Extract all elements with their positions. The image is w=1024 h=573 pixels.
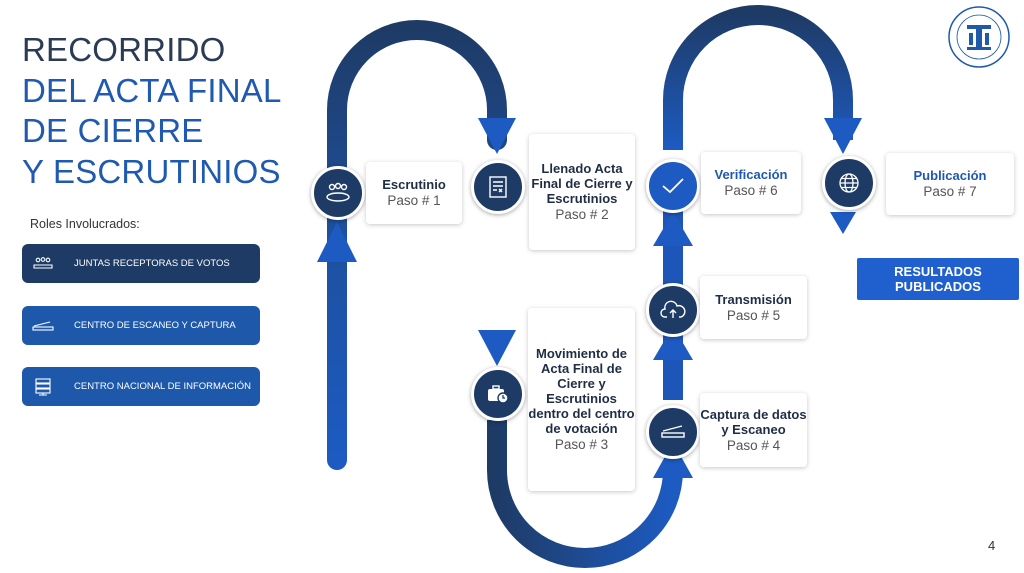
results-line-2: PUBLICADOS <box>895 279 981 294</box>
page-number: 4 <box>988 538 996 553</box>
results-published-badge: RESULTADOS PUBLICADOS <box>857 258 1019 300</box>
step-number: Paso # 1 <box>387 193 441 208</box>
title-line-4: Y ESCRUTINIOS <box>22 152 281 190</box>
results-line-1: RESULTADOS <box>894 264 982 279</box>
role-label: CENTRO DE ESCANEO Y CAPTURA <box>74 319 236 331</box>
role-label: JUNTAS RECEPTORAS DE VOTOS <box>74 257 230 269</box>
step-4-card: Captura de datos y Escaneo Paso # 4 <box>700 393 807 467</box>
title-line-1: RECORRIDO <box>22 31 226 68</box>
step-number: Paso # 5 <box>726 307 781 323</box>
step-7-node <box>822 156 876 210</box>
scanner-icon <box>32 316 54 336</box>
step-5-card: Transmisión Paso # 5 <box>700 276 807 339</box>
step-number: Paso # 6 <box>724 183 778 198</box>
step-7-card: Publicación Paso # 7 <box>886 153 1014 215</box>
step-2-node <box>471 160 525 214</box>
arrowhead-up-left <box>317 222 357 262</box>
step-number: Paso # 4 <box>726 437 781 453</box>
arrowhead-down-end <box>830 212 856 234</box>
role-centro-nacional: CENTRO NACIONAL DE INFORMACIÓN <box>22 367 260 406</box>
step-1-node <box>311 166 365 220</box>
people-table-icon <box>326 182 350 202</box>
step-3-card: Movimiento de Acta Final de Cierre y Esc… <box>528 308 635 491</box>
step-1-card: Escrutinio Paso # 1 <box>366 162 462 224</box>
server-icon <box>32 377 54 397</box>
step-number: Paso # 7 <box>923 184 977 199</box>
globe-icon <box>839 173 859 193</box>
scanner-icon <box>661 425 685 438</box>
document-icon <box>489 176 507 198</box>
arrowhead-down-step2 <box>478 118 516 154</box>
page-title: RECORRIDO DEL ACTA FINAL DE CIERRE Y ESC… <box>22 30 282 192</box>
step-5-node <box>646 283 700 337</box>
flow-path-arch-2 <box>663 5 853 150</box>
step-number: Paso # 3 <box>554 437 609 452</box>
step-6-node <box>646 159 700 213</box>
arrowhead-up-step4 <box>653 442 693 478</box>
step-name: Transmisión <box>715 291 792 307</box>
step-number: Paso # 2 <box>555 207 609 222</box>
step-name: Captura de datos y Escaneo <box>700 406 807 437</box>
step-name: Publicación <box>913 168 987 183</box>
step-3-node <box>471 367 525 421</box>
role-label: CENTRO NACIONAL DE INFORMACIÓN <box>74 380 251 392</box>
roles-label: Roles Involucrados: <box>30 217 140 231</box>
arrowhead-up-step5 <box>653 326 693 360</box>
checkmark-icon <box>662 178 684 194</box>
step-name: Llenado Acta Final de Cierre y Escrutini… <box>531 161 633 206</box>
step-4-node <box>646 405 700 459</box>
role-juntas-receptoras: JUNTAS RECEPTORAS DE VOTOS <box>22 244 260 283</box>
title-line-3: DE CIERRE <box>22 112 204 149</box>
tribunal-seal-logo <box>948 6 1010 68</box>
arrowhead-down-step7 <box>824 118 862 154</box>
step-6-card: Verificación Paso # 6 <box>701 152 801 214</box>
arrowhead-up-step6 <box>653 212 693 246</box>
step-name: Verificación <box>714 167 788 182</box>
flow-path-bottom-u <box>487 420 683 568</box>
cloud-upload-icon <box>660 300 686 318</box>
role-centro-escaneo: CENTRO DE ESCANEO Y CAPTURA <box>22 306 260 345</box>
step-name: Movimiento de Acta Final de Cierre y Esc… <box>528 346 635 436</box>
step-2-card: Llenado Acta Final de Cierre y Escrutini… <box>529 134 635 250</box>
title-line-2: DEL ACTA FINAL <box>22 71 282 109</box>
arrowhead-down-step3 <box>478 330 516 366</box>
flow-path-arch-1 <box>327 20 507 470</box>
people-table-icon <box>32 254 54 274</box>
briefcase-clock-icon <box>488 385 509 404</box>
step-name: Escrutinio <box>382 177 446 192</box>
